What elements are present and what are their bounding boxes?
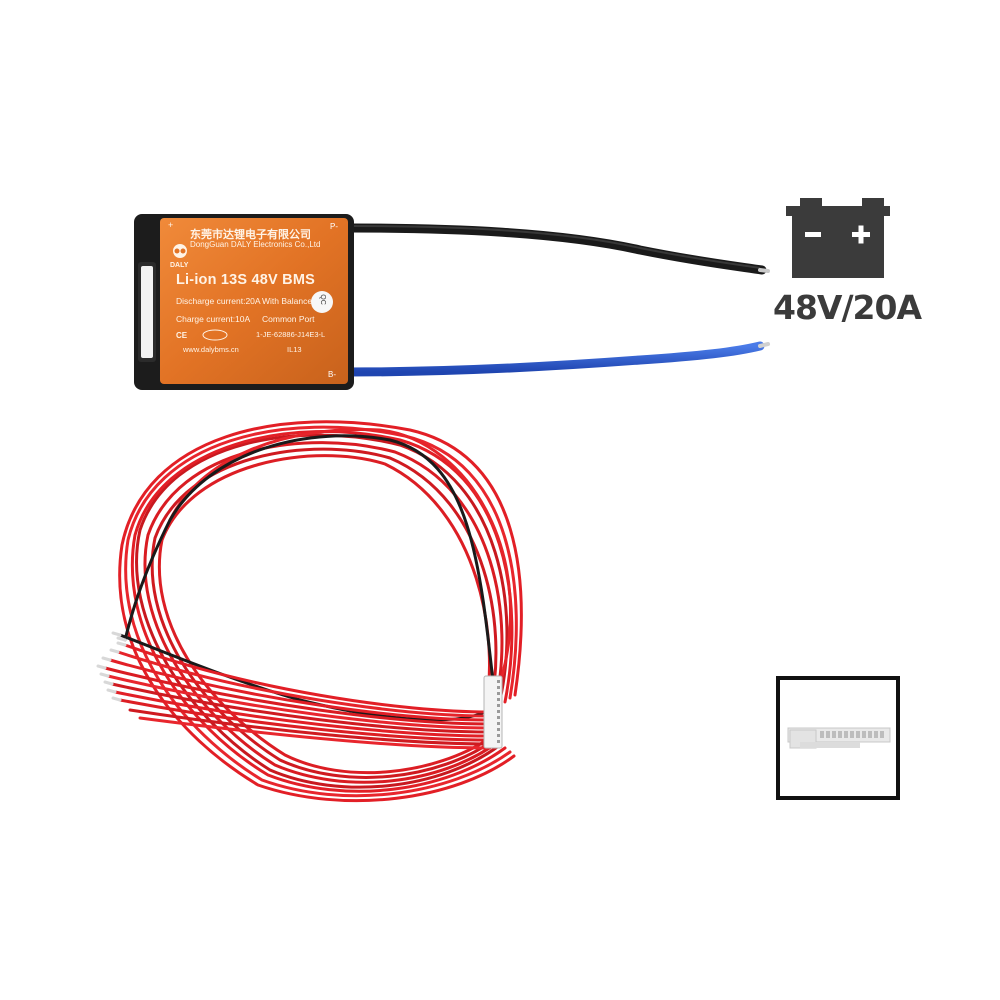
qc-label: QC xyxy=(318,294,326,305)
daly-logo-icon xyxy=(173,244,187,258)
terminal-positive-label: + xyxy=(168,220,174,230)
battery-minus-icon xyxy=(805,232,821,237)
connector-inset xyxy=(776,676,900,800)
bms-label-plate xyxy=(160,218,348,384)
company-name-en: DongGuan DALY Electronics Co.,Ltd xyxy=(190,240,321,249)
qc-sticker xyxy=(311,291,333,313)
batch-code: IL13 xyxy=(287,345,302,354)
blue-b-wire xyxy=(343,341,770,377)
bms-board xyxy=(134,214,354,390)
black-p-wire xyxy=(345,223,770,275)
battery-rating: 48V/20A xyxy=(773,288,922,327)
ce-mark: CE xyxy=(176,331,188,340)
battery-plus-sign: + xyxy=(854,222,855,223)
model-code: 1-JE-62886-J14E3-L xyxy=(256,330,326,339)
website-text: www.dalybms.cn xyxy=(183,345,239,354)
spec-port: Common Port xyxy=(262,314,315,324)
terminal-p-minus-label: P- xyxy=(330,222,338,231)
logo-brand-text: DALY xyxy=(170,262,189,269)
red-balance-wire-bundle xyxy=(96,420,523,803)
terminal-b-minus-label: B- xyxy=(328,370,336,379)
rohs-badge xyxy=(202,329,228,341)
connector-inset-plug xyxy=(787,727,891,749)
battery-minus-sign: − xyxy=(806,222,807,223)
balance-connector xyxy=(483,675,503,749)
battery-icon xyxy=(786,198,890,278)
product-title: Li-ion 13S 48V BMS xyxy=(176,272,315,288)
company-name-cn: 东莞市达锂电子有限公司 xyxy=(190,229,311,241)
spec-charge: Charge current:10A xyxy=(176,314,251,324)
spec-balance: With Balance xyxy=(262,296,313,306)
spec-discharge: Discharge current:20A xyxy=(176,296,261,306)
